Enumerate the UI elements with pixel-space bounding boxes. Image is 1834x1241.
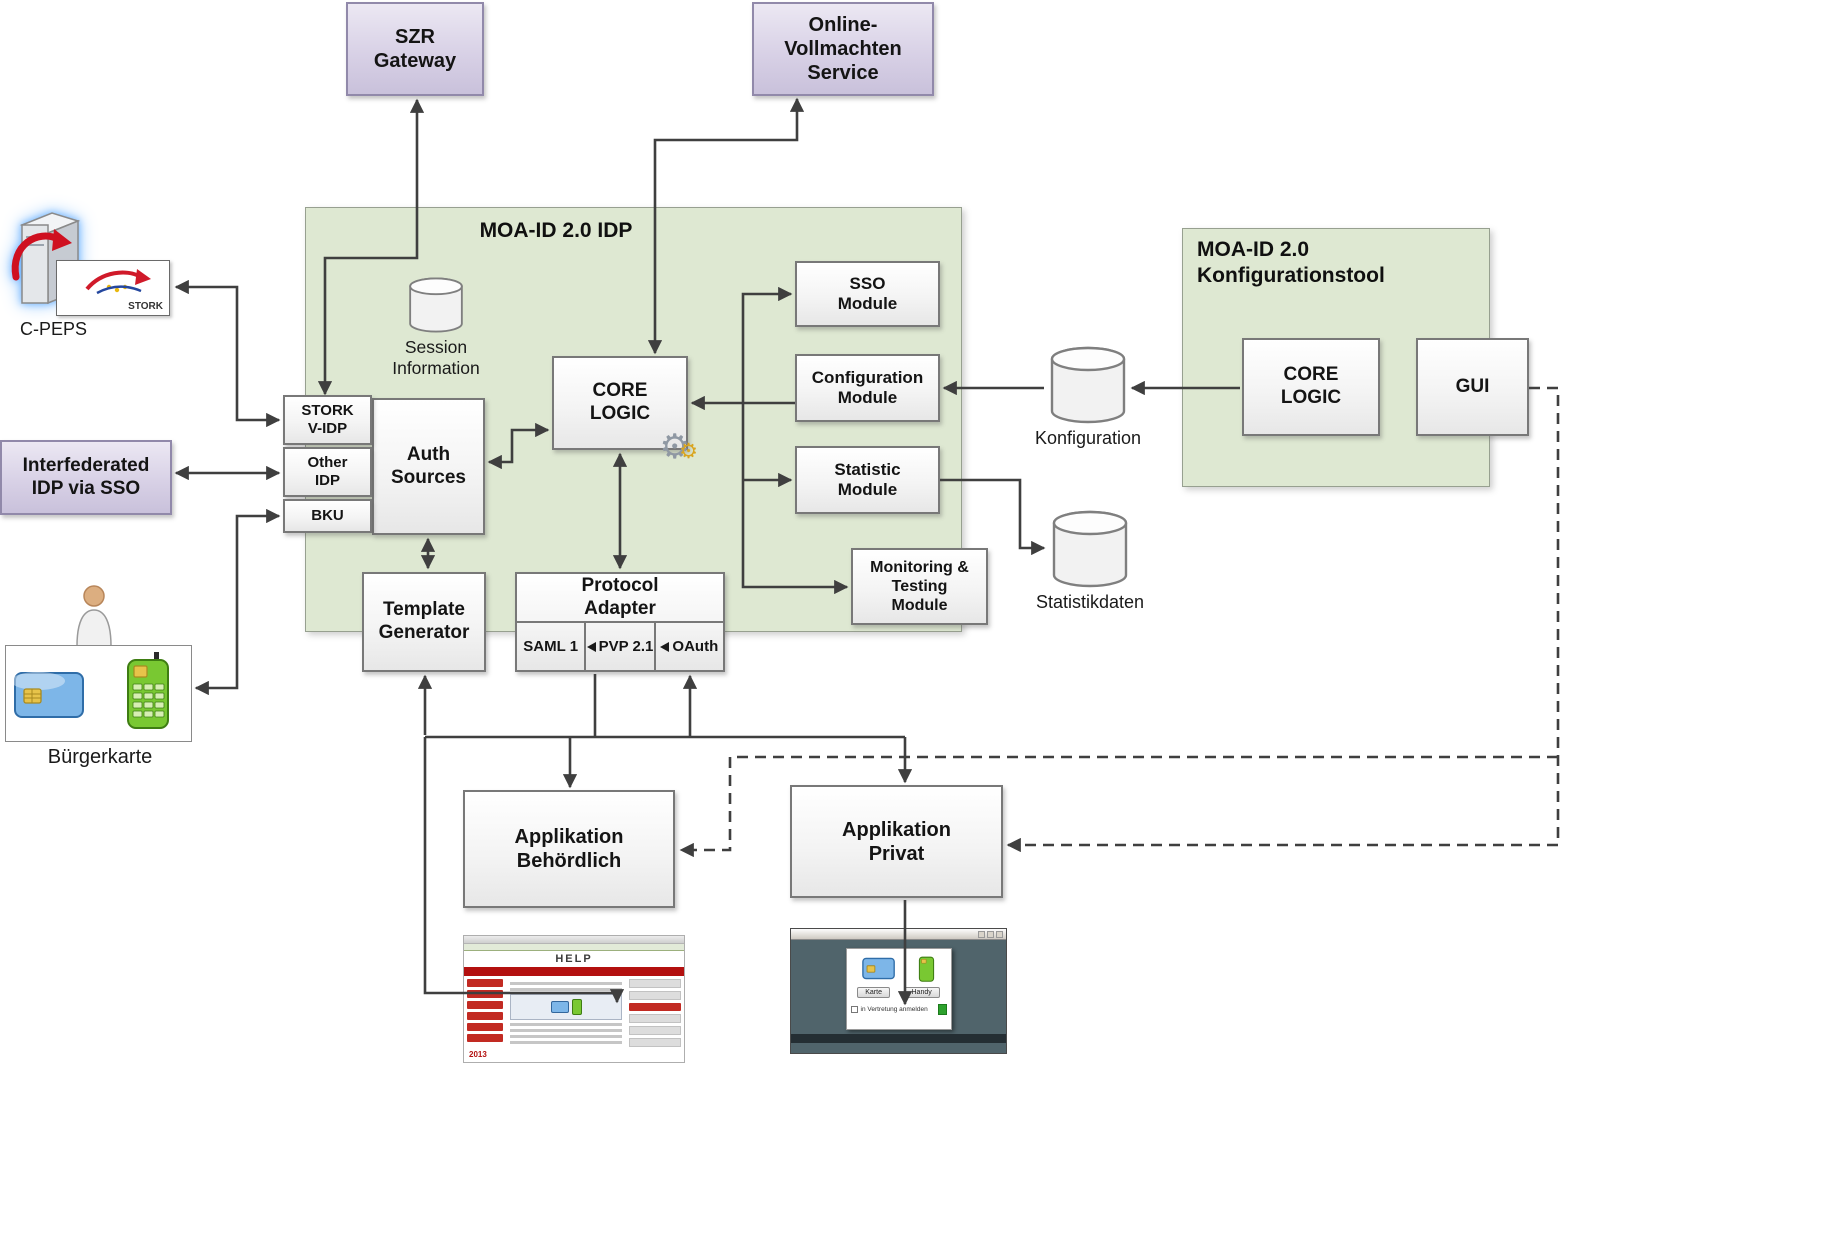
- configuration-module-node: Configuration Module: [795, 354, 940, 422]
- database-icon: [1050, 346, 1126, 424]
- cpeps-group: STORK C-PEPS: [8, 203, 178, 348]
- idp-panel-title: MOA-ID 2.0 IDP: [479, 219, 633, 242]
- handy-button: Handy: [903, 987, 940, 998]
- protocol-adapter-label: Protocol Adapter: [581, 574, 659, 619]
- interfederated-idp-node: Interfederated IDP via SSO: [0, 440, 172, 515]
- vertretung-label: in Vertretung anmelden: [860, 1006, 928, 1013]
- saml1-node: SAML 1: [517, 623, 584, 670]
- buergerkarte-group: Bürgerkarte: [5, 585, 195, 775]
- help-sidebar: [626, 976, 684, 1056]
- online-vollmachten-node: Online- Vollmachten Service: [752, 2, 934, 96]
- protocol-row: SAML 1 PVP 2.1 OAuth: [517, 621, 723, 670]
- bku-selection-screenshot: Karte Handy in Vertretung anmelden: [790, 928, 1007, 1054]
- browser-address-bar: [464, 944, 684, 951]
- cpeps-label: C-PEPS: [20, 319, 88, 339]
- applikation-privat-node: Applikation Privat: [790, 785, 1003, 898]
- stork-flag-label: STORK: [128, 301, 163, 312]
- help-menu-bar: [464, 967, 684, 976]
- statistikdaten-label: Statistikdaten: [1035, 592, 1145, 612]
- szr-gateway-node: SZR Gateway: [346, 2, 484, 96]
- core-logic-node: CORE LOGIC ⚙ ⚙: [552, 356, 698, 464]
- sso-module-node: SSO Module: [795, 261, 940, 327]
- bku-window-body: Karte Handy in Vertretung anmelden: [791, 940, 1006, 1043]
- help-year-label: 2013: [469, 1050, 487, 1059]
- buergerkarte-box: [5, 645, 192, 742]
- stork-vidp-node: STORK V-IDP: [283, 395, 372, 445]
- stork-bird-icon: [85, 269, 151, 295]
- person-icon: [76, 585, 112, 647]
- template-generator-node: Template Generator: [362, 572, 486, 672]
- monitoring-module-node: Monitoring & Testing Module: [851, 548, 988, 625]
- left-arrow-icon: [586, 641, 596, 652]
- konfigtool-core-logic-node: CORE LOGIC: [1242, 338, 1380, 436]
- gui-node: GUI: [1416, 338, 1529, 436]
- help-portal-screenshot: HELP 2013: [463, 935, 685, 1063]
- gear-icon: ⚙: [679, 439, 698, 463]
- status-icon: [937, 1004, 947, 1015]
- oauth-node: OAuth: [653, 623, 723, 670]
- statistikdaten-store: Statistikdaten: [1020, 510, 1160, 614]
- mobile-phone-icon: [919, 956, 935, 982]
- database-icon: [409, 277, 463, 333]
- window-title-bar: [791, 929, 1006, 940]
- bku-dialog: Karte Handy in Vertretung anmelden: [845, 948, 952, 1030]
- bku-node: BKU: [283, 499, 372, 533]
- protocol-adapter-node: Protocol Adapter SAML 1 PVP 2.1 OAuth: [515, 572, 725, 672]
- karte-button: Karte: [857, 987, 890, 998]
- bku-dialog-icons: [851, 952, 947, 984]
- statistic-module-node: Statistic Module: [795, 446, 940, 514]
- vertretung-row: in Vertretung anmelden: [850, 1004, 947, 1015]
- core-logic-label: CORE LOGIC: [589, 380, 651, 424]
- arrow-bku-buergerkarte: [194, 508, 281, 696]
- help-logo: HELP: [464, 951, 684, 967]
- konfiguration-store: Konfiguration: [1018, 346, 1158, 450]
- applikation-behoerdlich-node: Applikation Behördlich: [463, 790, 675, 908]
- stork-flag: STORK: [56, 260, 170, 316]
- arrow-cpeps-storkvidp: [174, 279, 281, 428]
- database-icon: [1052, 510, 1128, 588]
- smartcard-icon: [861, 957, 895, 979]
- auth-sources-node: Auth Sources: [372, 398, 485, 535]
- konfigtool-title: MOA-ID 2.0 Konfigurationstool: [1197, 238, 1385, 288]
- bku-dialog-buttons: Karte Handy: [851, 987, 947, 998]
- browser-chrome: [464, 936, 684, 944]
- window-footer: [791, 1034, 1006, 1043]
- other-idp-node: Other IDP: [283, 447, 372, 497]
- saml1-label: SAML 1: [523, 637, 579, 655]
- mobile-phone-icon: [127, 652, 169, 729]
- help-card-image: [510, 994, 622, 1020]
- help-content: [506, 976, 626, 1056]
- session-information-label: Session Information: [392, 337, 480, 378]
- oauth-label: OAuth: [672, 637, 719, 655]
- buergerkarte-label: Bürgerkarte: [47, 746, 153, 768]
- checkbox-icon: [850, 1006, 858, 1013]
- left-arrow-icon: [660, 641, 670, 652]
- help-page-body: [464, 976, 684, 1056]
- session-information-store: Session Information: [378, 277, 494, 379]
- smartcard-icon: [14, 672, 84, 718]
- gear-icon: ⚙: [659, 427, 690, 467]
- help-left-menu: [464, 976, 506, 1056]
- pvp21-label: PVP 2.1: [598, 637, 654, 655]
- konfiguration-label: Konfiguration: [1034, 428, 1142, 448]
- pvp21-node: PVP 2.1: [584, 623, 653, 670]
